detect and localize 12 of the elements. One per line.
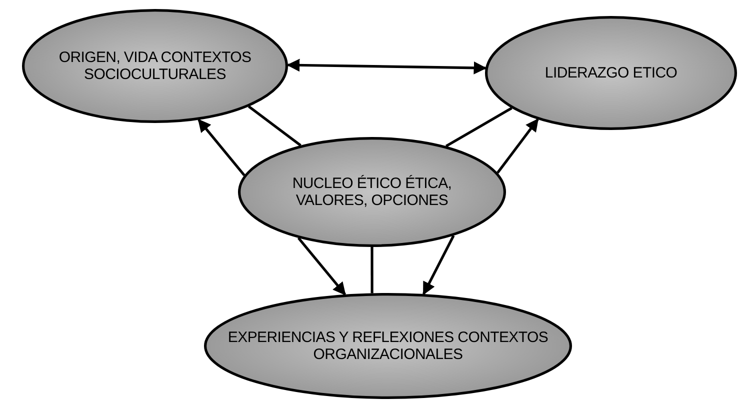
arrow	[496, 118, 539, 174]
node-label: EXPERIENCIAS Y REFLEXIONES CONTEXTOS ORGANIZACIONALES	[226, 329, 550, 363]
arrow	[198, 118, 246, 176]
arrow	[422, 235, 455, 296]
node-label: ORIGEN, VIDA CONTEXTOS SOCIOCULTURALES	[58, 49, 252, 83]
connector-line	[445, 106, 512, 148]
node-label: NUCLEO ÉTICO ÉTICA, VALORES, OPCIONES	[291, 175, 453, 209]
node-label: LIDERAZGO ETICO	[544, 64, 678, 82]
arrow	[286, 58, 487, 74]
connector-line	[370, 247, 374, 294]
arrow	[297, 237, 346, 296]
connector-line	[248, 105, 302, 146]
